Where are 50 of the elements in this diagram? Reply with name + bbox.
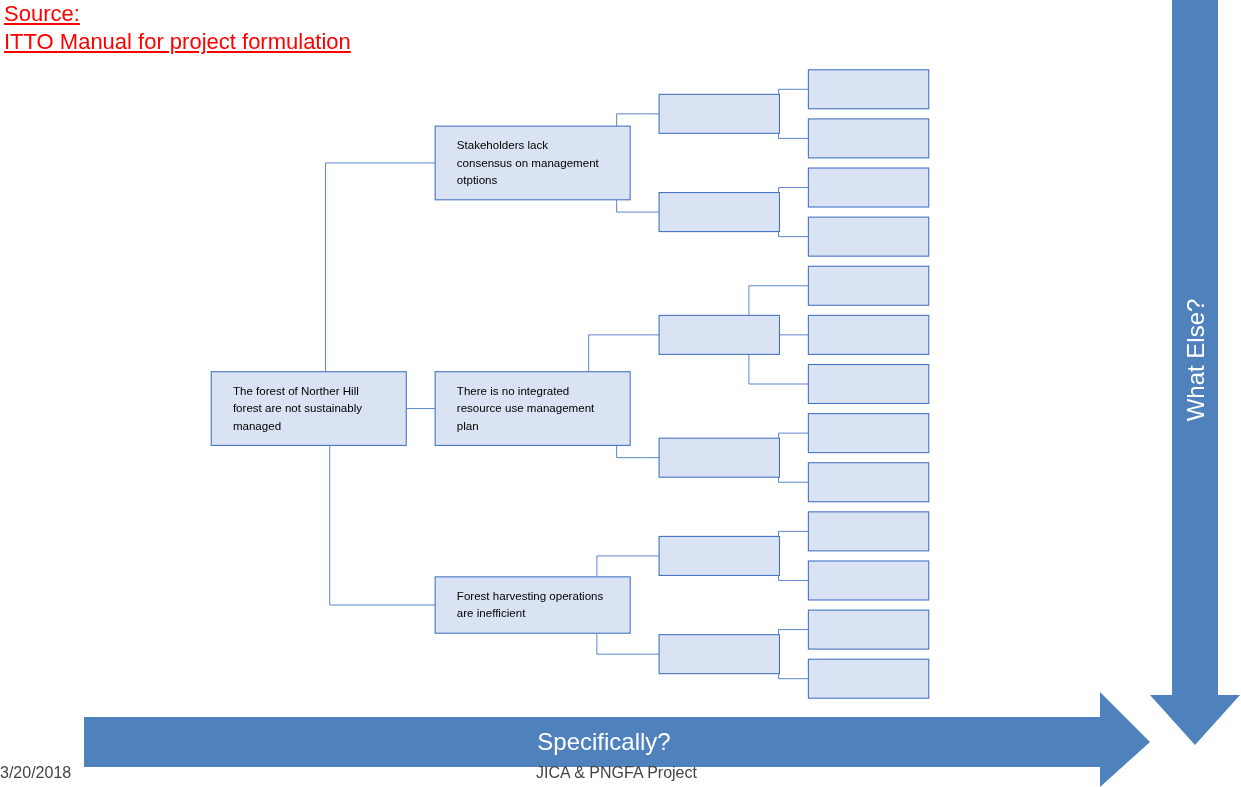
- node-box: [807, 118, 930, 159]
- connector: [778, 132, 809, 139]
- node-box: [658, 535, 780, 576]
- connector: [596, 555, 660, 578]
- connector: [778, 673, 809, 680]
- node-box: Stakeholders lack consensus on management otptions: [434, 125, 631, 201]
- node-box: Forest harvesting operations are inefficient: [434, 576, 631, 634]
- node-box: [807, 216, 930, 257]
- arrow-label: What Else?: [1182, 298, 1210, 422]
- node-box: [807, 314, 930, 355]
- node-box: [807, 462, 930, 503]
- node-box: [807, 265, 930, 306]
- node-box: There is no integrated resource use management plan: [434, 371, 631, 446]
- connector: [778, 575, 809, 581]
- connector: [778, 88, 809, 95]
- connector: [778, 476, 809, 483]
- node-box: [658, 192, 780, 233]
- node-box: [658, 437, 780, 478]
- node-box: [807, 167, 930, 208]
- connector: [778, 432, 809, 439]
- connector: [778, 629, 809, 636]
- connector: [779, 334, 809, 336]
- connector: [588, 334, 660, 373]
- source-label: Source:: [4, 0, 80, 28]
- node-box: [807, 511, 930, 552]
- connector: [748, 285, 809, 316]
- node-box: [658, 314, 780, 355]
- node-box: [658, 93, 780, 134]
- node-box: [807, 658, 930, 699]
- node-box: [807, 560, 930, 601]
- connector: [778, 530, 809, 537]
- footer-text: JICA & PNGFA Project: [536, 764, 697, 782]
- node-box: [807, 363, 930, 405]
- source-link: ITTO Manual for project formulation: [4, 28, 351, 56]
- node-box: [807, 69, 930, 110]
- node-box: The forest of Norther Hill forest are not sustainably managed: [210, 371, 407, 446]
- connector: [325, 162, 436, 373]
- connector: [616, 199, 660, 213]
- node-box: [807, 413, 930, 454]
- node-box: [807, 609, 930, 650]
- connector: [778, 231, 809, 238]
- connector: [748, 353, 809, 385]
- connector: [616, 444, 660, 459]
- connector: [596, 632, 660, 655]
- node-box: [658, 634, 780, 675]
- connector: [778, 187, 809, 193]
- connector: [616, 113, 660, 127]
- date-footer: 3/20/2018: [0, 764, 72, 782]
- connector: [329, 444, 436, 606]
- arrow-label: Specifically?: [537, 728, 671, 756]
